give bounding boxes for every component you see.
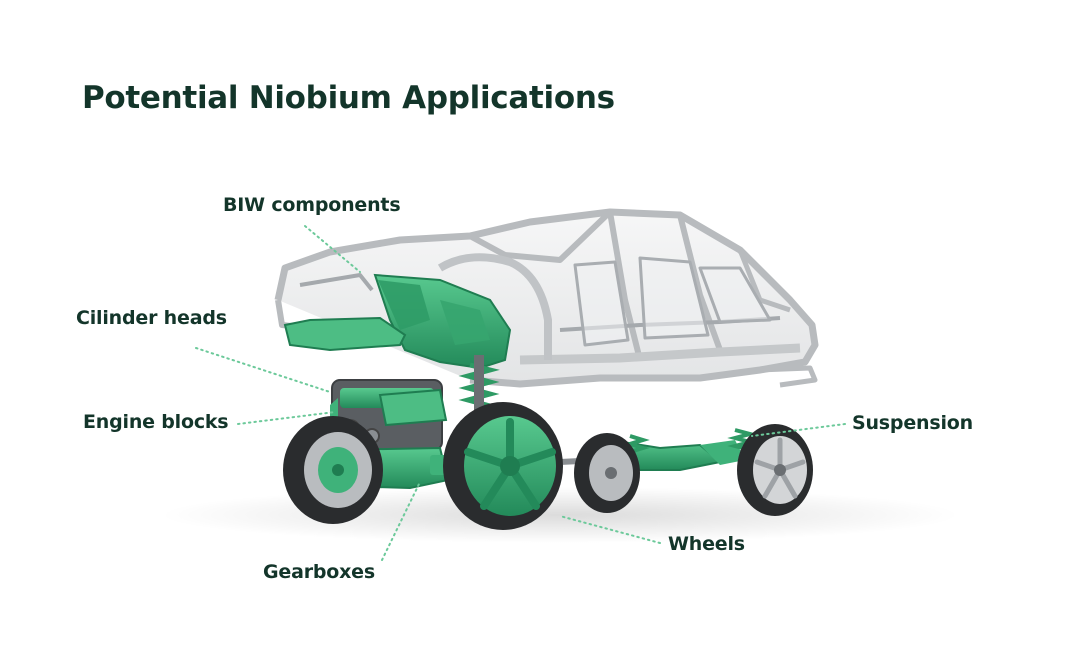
page-title: Potential Niobium Applications: [82, 80, 615, 116]
label-biw-components: BIW components: [223, 194, 401, 216]
wheel-front-left: [283, 416, 383, 524]
label-engine-blocks: Engine blocks: [83, 411, 229, 433]
wheel-rear-left: [574, 433, 640, 513]
leader-suspension: [751, 423, 846, 437]
front-strut: [474, 355, 484, 413]
leader-gearboxes: [381, 481, 421, 561]
label-wheels: Wheels: [668, 533, 745, 555]
label-suspension: Suspension: [852, 412, 973, 434]
body-in-white-frame: [274, 208, 819, 388]
leader-wheels: [559, 515, 661, 544]
wheel-rear-right: [737, 424, 813, 516]
label-gearboxes: Gearboxes: [263, 561, 375, 583]
leader-cylinder-heads: [195, 347, 331, 393]
wheel-front-right: [443, 402, 563, 530]
ground-shadow: [160, 487, 960, 543]
leader-engine-blocks: [237, 411, 336, 425]
label-cylinder-heads: Cilinder heads: [76, 307, 227, 329]
leader-biw: [304, 225, 361, 273]
leader-lines: [195, 225, 846, 561]
biw-front-structure: [283, 273, 512, 370]
rear-suspension-spring: [623, 428, 758, 454]
